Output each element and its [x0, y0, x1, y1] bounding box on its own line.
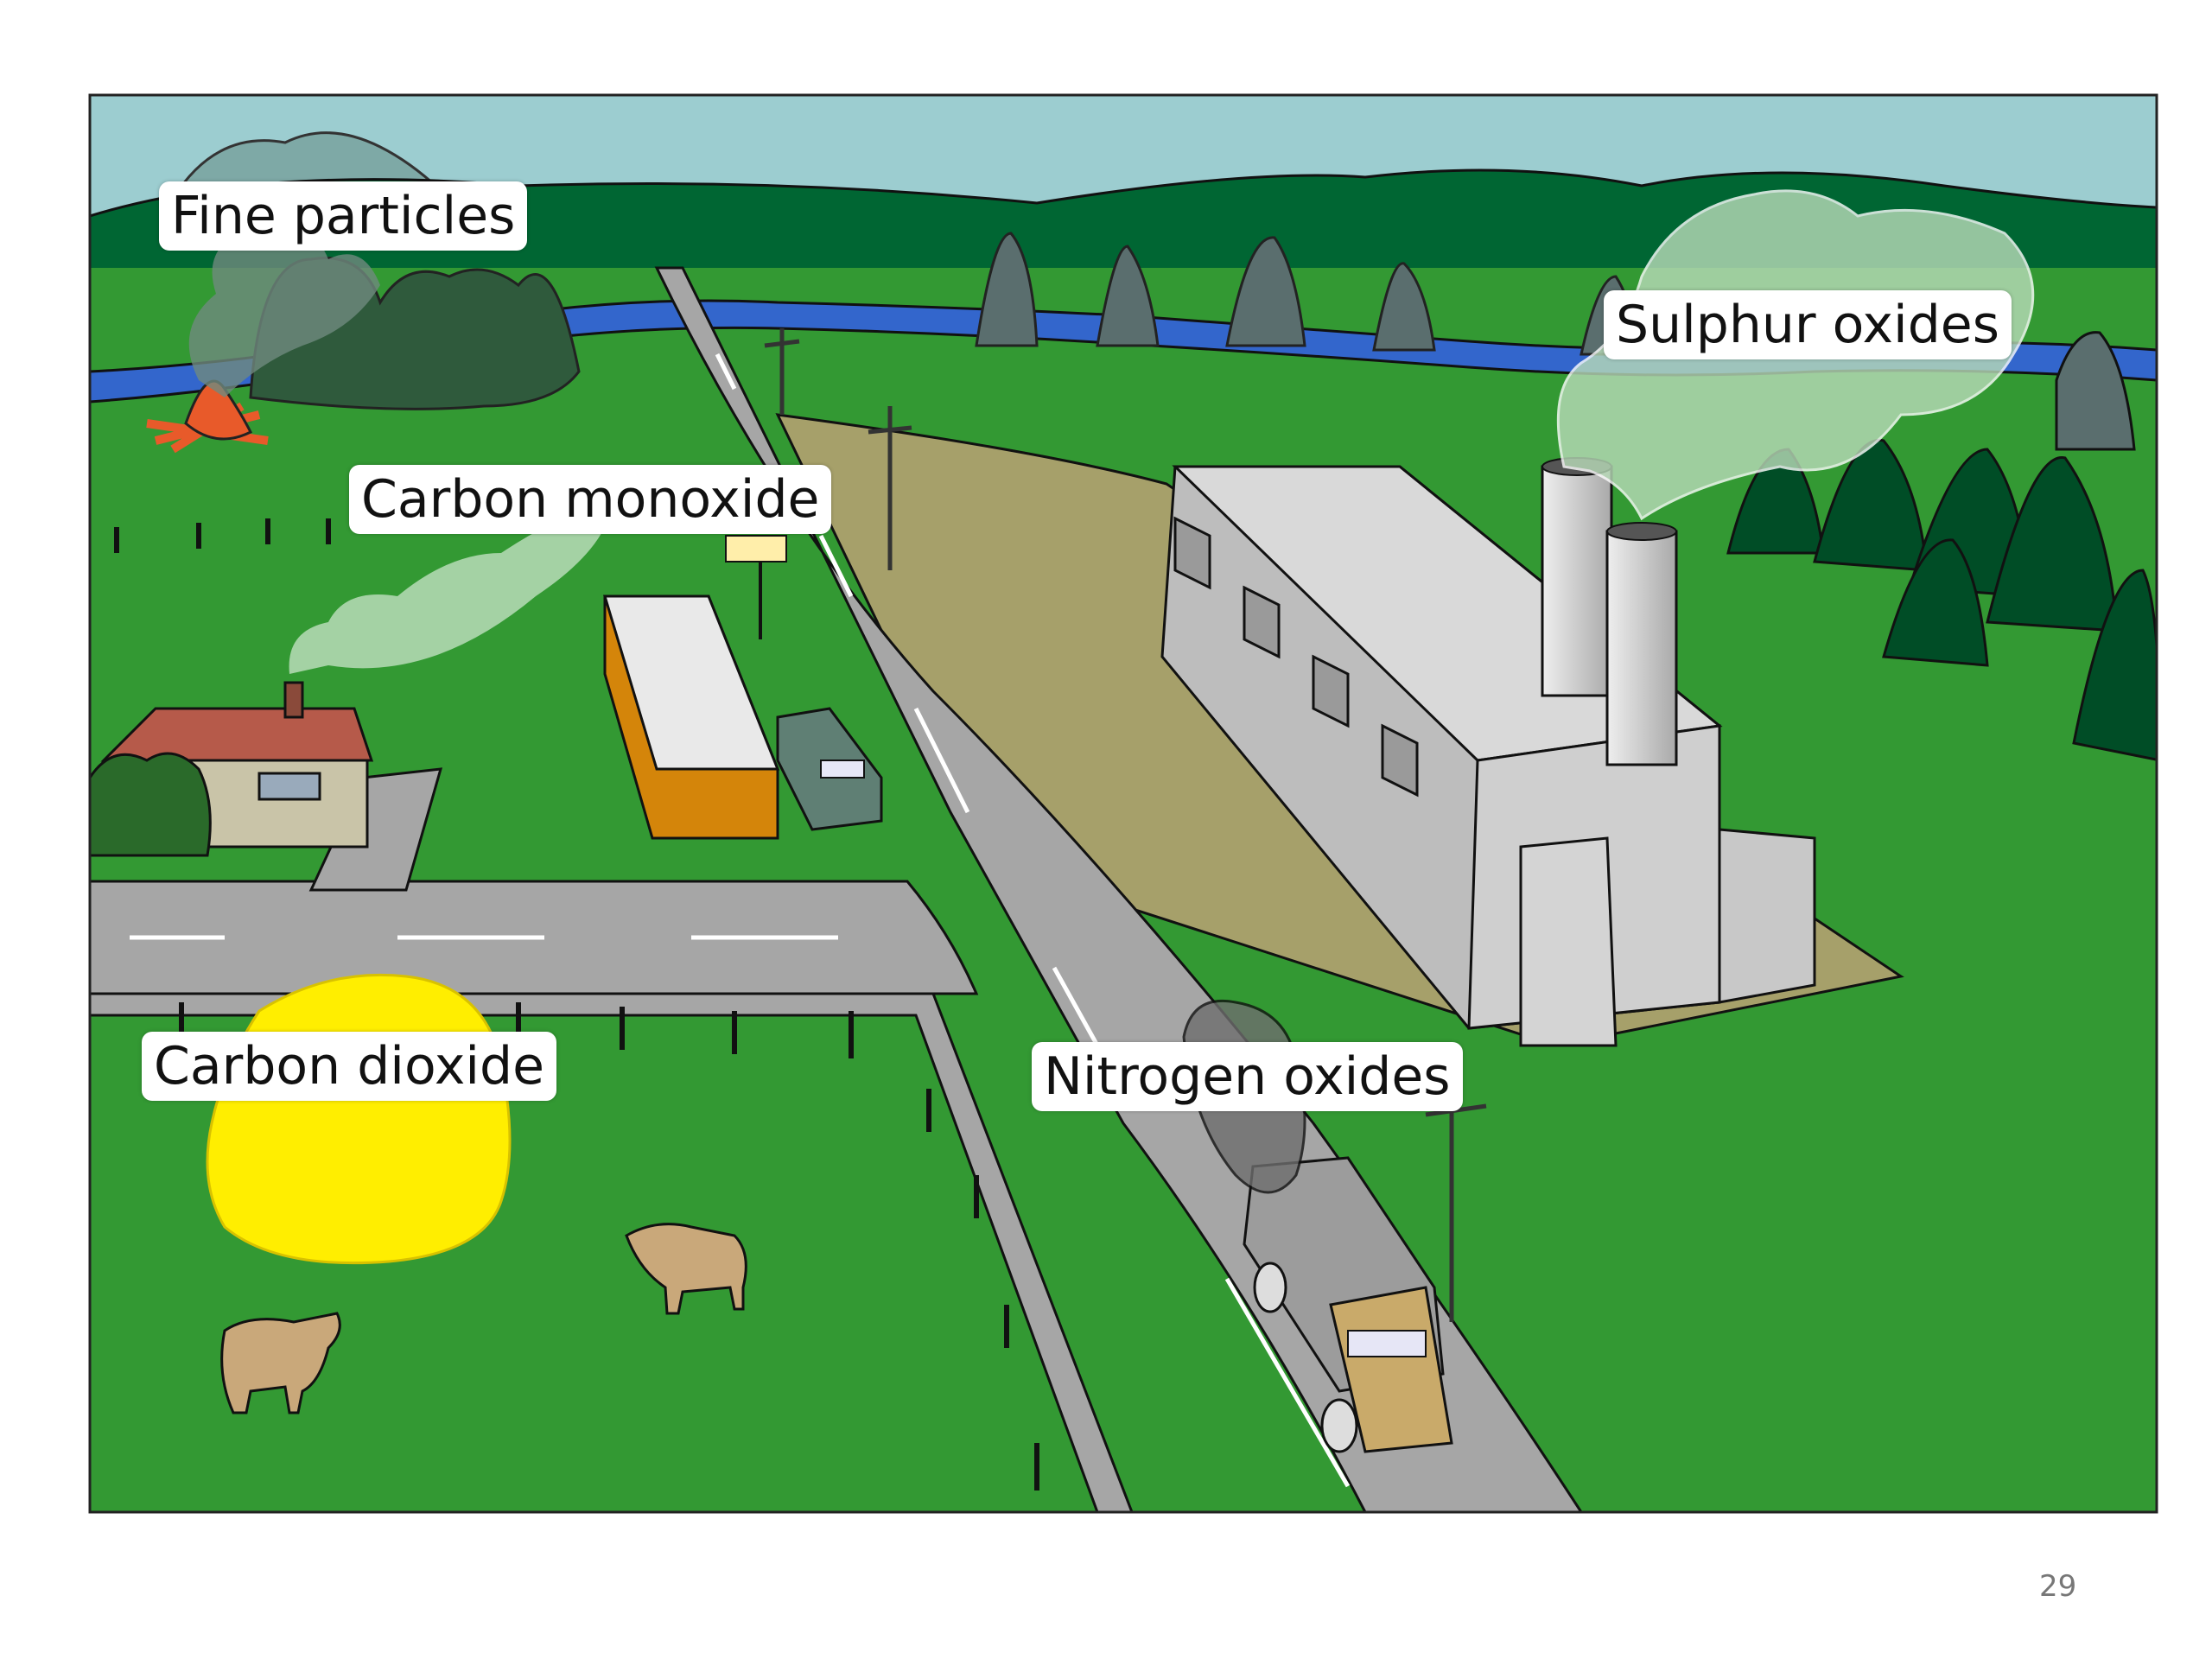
label-carbon-monoxide: Carbon monoxide: [349, 465, 832, 534]
forest-right: [1726, 331, 2157, 761]
illustration-frame: [88, 93, 2158, 1514]
label-fine-particles: Fine particles: [159, 181, 528, 251]
fence-posts: [114, 518, 1039, 1491]
label-sulphur-oxides: Sulphur oxides: [1604, 290, 2012, 359]
factory: [1160, 457, 1816, 1047]
store-building: [602, 535, 787, 840]
road-markings: [130, 353, 1351, 1488]
page-number: 29: [2039, 1569, 2077, 1604]
fine-particles-smoke: [188, 223, 380, 397]
truck: [1243, 1156, 1453, 1453]
cow: [625, 1223, 747, 1315]
parked-car: [776, 707, 883, 831]
cow: [220, 1312, 341, 1414]
bonfire: [146, 379, 269, 454]
label-carbon-dioxide: Carbon dioxide: [142, 1032, 557, 1101]
label-nitrogen-oxides: Nitrogen oxides: [1032, 1042, 1463, 1111]
house: [90, 681, 374, 857]
utility-poles: [764, 328, 1487, 1322]
lower-road: [90, 992, 1134, 1512]
